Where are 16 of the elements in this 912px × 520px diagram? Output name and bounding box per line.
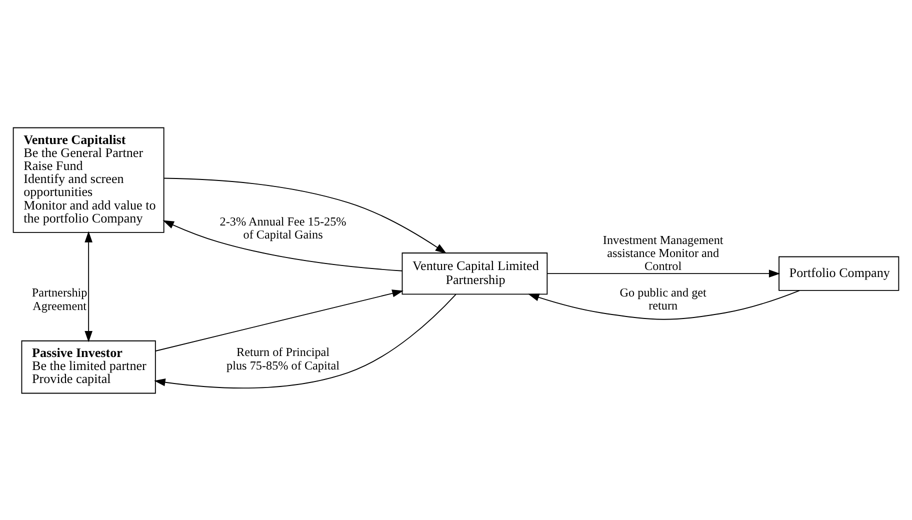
edge-label: Go public and get return	[620, 284, 706, 312]
edge-label: Partnership Agreement	[32, 285, 88, 312]
edge-label: Return of Principal plus 75-85% of Capital	[226, 344, 340, 372]
node-box: Venture Capitalist Be the General Partner Raise Fund Identify and screen opportunities Monitor and add value to the portfolio Company	[12, 126, 164, 232]
node-box: Venture Capital Limited Partnership	[402, 252, 548, 294]
arrow	[162, 220, 403, 271]
edge-label: 2-3% Annual Fee 15-25% of Capital Gains	[220, 214, 346, 241]
arrow	[164, 177, 447, 254]
arrow	[84, 230, 92, 342]
arrow	[546, 269, 780, 278]
arrow	[155, 289, 404, 351]
arrow	[154, 293, 456, 388]
arrow	[528, 290, 800, 320]
edge-label: Investment Management assistance Monitor and Control	[602, 232, 724, 273]
node-box: Passive Investor Be the limited partner Provide capital	[21, 340, 156, 394]
node-box: Portfolio Company	[778, 256, 900, 290]
